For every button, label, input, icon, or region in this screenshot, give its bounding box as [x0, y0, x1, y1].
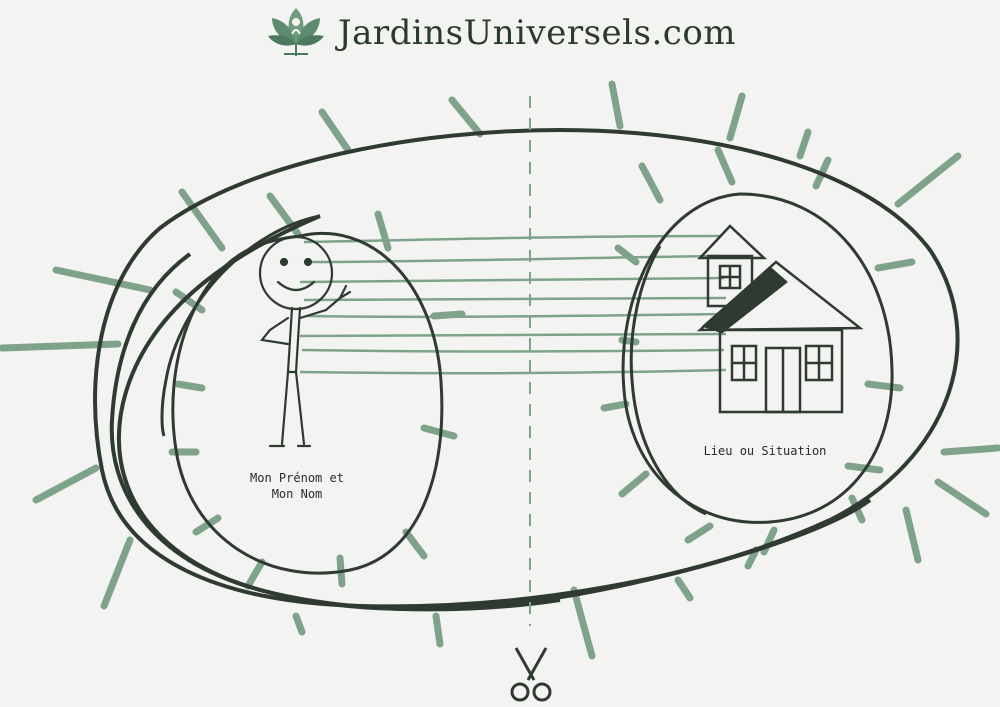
brand-header: JardinsUniversels.com — [0, 4, 1000, 66]
house-icon — [696, 224, 864, 414]
person-name-label: Mon Prénom et Mon Nom — [250, 471, 344, 501]
lotus-logo-icon — [267, 8, 324, 56]
brand-title: JardinsUniversels.com — [337, 13, 737, 53]
scissors-icon — [510, 647, 552, 702]
radiating-rays — [0, 80, 1000, 660]
stick-figure-icon — [258, 235, 352, 448]
cord-lines — [299, 234, 727, 375]
place-situation-label: Lieu ou Situation — [703, 444, 827, 458]
left-bubble — [160, 214, 444, 575]
outer-bubbles — [93, 127, 960, 612]
right-bubble — [621, 192, 894, 524]
